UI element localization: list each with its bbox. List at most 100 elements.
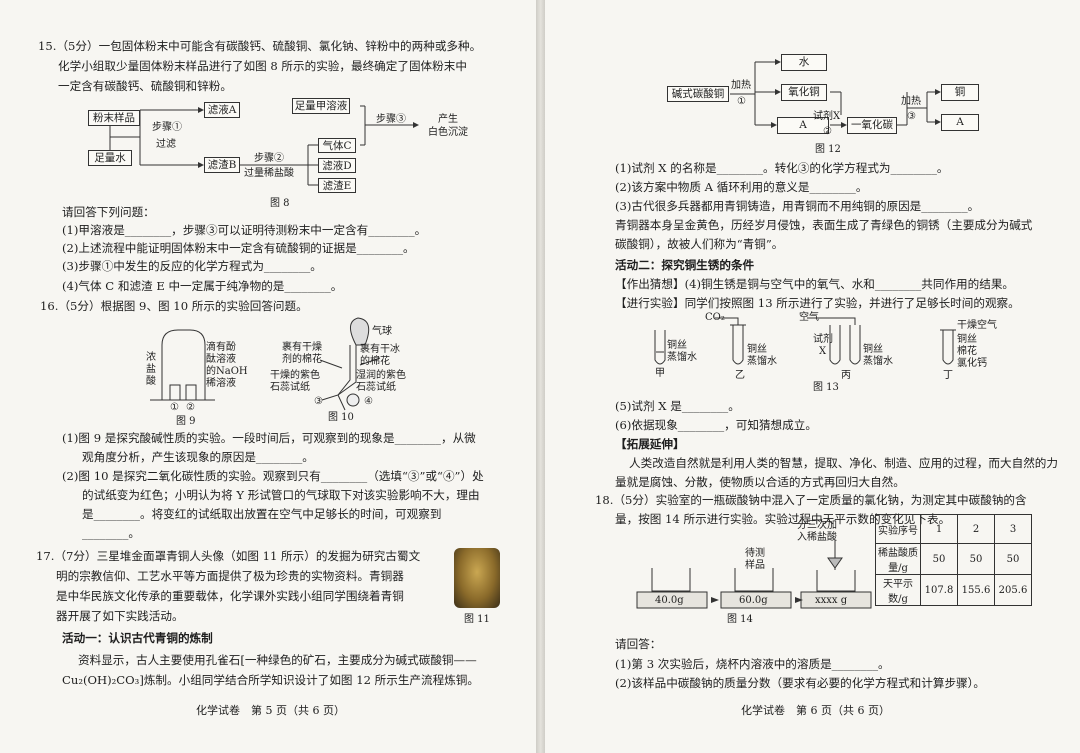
table-header-cell: 1: [920, 514, 958, 544]
extension-title: 【拓展延伸】: [615, 437, 685, 451]
fig14-add1: 分三次加: [797, 520, 837, 531]
fig10-c1: 裹有干燥: [282, 342, 322, 353]
fig10-caption: 图 10: [328, 412, 354, 423]
q17-p6-q2: (2)该方案中物质 A 循环利用的意义是________。: [615, 180, 868, 194]
fig12-water: 水: [781, 54, 827, 71]
extension-line2: 量就是腐蚀、分散，使物质以合适的方式再回归大自然。: [615, 475, 905, 489]
q16-a1: (1)图 9 是探究酸碱性质的实验。一段时间后，可观察到的现象是________…: [62, 431, 476, 445]
fig12-reagent-x: 试剂X: [813, 111, 841, 122]
fig8-step3: 步骤③: [376, 114, 406, 125]
q16-line1: 16.（5分）根据图 9、图 10 所示的实验回答问题。: [40, 299, 308, 313]
fig12-a-left: A: [777, 117, 829, 134]
q18-a1: (1)第 3 次实验后，烧杯内溶液中的溶质是________。: [615, 657, 890, 671]
table-row: 天平示数/g 107.8 155.6 205.6: [875, 574, 1032, 606]
fig9-acid3: 酸: [146, 376, 156, 387]
fig13-rx1: 试剂: [813, 334, 833, 345]
q17-q5: (5)试剂 X 是________。: [615, 399, 740, 413]
fig13-dw3: 蒸馏水: [863, 356, 893, 367]
table-header-cell: 2: [957, 514, 995, 544]
fig10-dry2: 石蕊试纸: [270, 382, 310, 393]
fig10-wet1: 湿润的紫色: [356, 370, 406, 381]
q16-a2b: 的试纸变为红色；小明认为将 Y 形试管口的气球取下对该实验影响不大，理由: [82, 488, 480, 502]
fig13-dw2: 蒸馏水: [747, 356, 777, 367]
fig10-balloon: 气球: [372, 326, 392, 337]
fig11-caption: 图 11: [464, 614, 490, 625]
fig12-caption: 图 12: [815, 144, 841, 155]
table-cell: 155.6: [957, 574, 995, 606]
q18-ask: 请回答：: [615, 637, 662, 651]
fig12-n3: ③: [907, 111, 916, 122]
fig8-filtrate-a: 滤液A: [204, 102, 240, 118]
table-cell: 50: [920, 543, 958, 575]
page-6: 碱式碳酸铜 加热 ① 水 氧化铜 A 试剂X ② 一氧化碳 加热 ③ 铜 A 图…: [545, 0, 1080, 753]
extension-line1: 人类改造自然就是利用人类的智慧，提取、净化、制造、应用的过程，而大自然的力: [629, 456, 1058, 470]
footer-page-6: 化学试卷 第 6 页（共 6 页）: [741, 704, 890, 717]
figure-14-drawing: [636, 540, 872, 609]
fig10-w1: 裹有干冰: [360, 344, 400, 355]
fig8-filter: 过滤: [156, 139, 176, 150]
q15-a4: (4)气体 C 和滤渣 E 中一定属于纯净物的是________。: [62, 279, 343, 293]
fig13-dw1: 蒸馏水: [667, 352, 697, 363]
figure-9-10-drawing: [150, 317, 381, 411]
fig9-acid2: 盐: [146, 364, 156, 375]
figure-12-arrows: [730, 59, 941, 128]
q16-a2: (2)图 10 是探究二氧化碳性质的实验。观察到只有________（选填“③”…: [62, 469, 484, 483]
fig13-air: 空气: [799, 312, 819, 323]
fig13-cu3: 铜丝: [863, 344, 883, 355]
q17-activity1: 活动一：认识古代青铜的炼制: [62, 631, 213, 645]
q18-a2: (2)该样品中碳酸钠的质量分数（要求有必要的化学方程式和计算步骤）。: [615, 676, 986, 690]
fig13-ding: 丁: [943, 370, 953, 381]
fig13-bing: 丙: [841, 370, 851, 381]
fig13-jia: 甲: [655, 368, 665, 379]
fig10-n4: ④: [364, 396, 373, 407]
fig8-water: 足量水: [88, 150, 132, 166]
table-row: 实验序号 1 2 3: [875, 514, 1032, 544]
fig9-n1: ①: [170, 402, 179, 413]
fig8-powder-sample: 粉末样品: [88, 110, 140, 126]
fig13-yi: 乙: [735, 370, 745, 381]
q17-p6-q1: (1)试剂 X 的名称是________。转化③的化学方程式为________。: [615, 161, 949, 175]
q15-ask: 请回答下列问题：: [62, 205, 155, 219]
q17-p6-text2: 碳酸铜），故被人们称为“青铜”。: [615, 237, 784, 251]
fig12-carbon-monoxide: 一氧化碳: [847, 117, 897, 134]
q18-line1: 18.（5分）实验室的一瓶碳酸钠中混入了一定质量的氯化钠，为测定其中碳酸钠的含: [595, 493, 1027, 507]
fig12-copper: 铜: [941, 84, 979, 101]
fig10-dry1: 干燥的紫色: [270, 370, 320, 381]
fig8-residue-e: 滤渣E: [318, 178, 356, 193]
fig12-heat2: 加热: [901, 96, 921, 107]
fig13-dry-air: 干燥空气: [957, 320, 997, 331]
fig9-n2: ②: [186, 402, 195, 413]
bronze-head-image: [454, 548, 500, 608]
table-cell: 稀盐酸质量/g: [875, 543, 921, 575]
fig8-excess-hcl: 过量稀盐酸: [244, 168, 294, 179]
fig14-balance2: 60.0g: [739, 595, 768, 606]
fig9-d1: 滴有酚: [206, 342, 236, 353]
fig8-caption: 图 8: [270, 198, 290, 209]
table-cell: 50: [957, 543, 995, 575]
fig12-copper-oxide: 氧化铜: [781, 84, 827, 101]
fig10-n3: ③: [314, 396, 323, 407]
balance-data-table: 实验序号 1 2 3 稀盐酸质量/g 50 50 50 天平示数/g 107.8…: [875, 514, 1032, 606]
fig12-n2: ②: [823, 126, 832, 137]
fig13-co2: CO₂: [705, 312, 725, 323]
table-cell: 50: [994, 543, 1032, 575]
q17-line4: 器开展了如下实践活动。: [56, 609, 184, 623]
q17-p2: Cu₂(OH)₂CO₃]炼制。小组同学结合所学知识设计了如图 12 所示生产流程…: [62, 673, 479, 687]
q15-line1: 15.（5分）一包固体粉末中可能含有碳酸钙、硫酸铜、氯化钠、锌粉中的两种或多种。: [38, 39, 482, 53]
q15-a2: (2)上述流程中能证明固体粉末中一定含有硫酸铜的证据是________。: [62, 241, 415, 255]
page-5: 15.（5分）一包固体粉末中可能含有碳酸钙、硫酸铜、氯化钠、锌粉中的两种或多种。…: [0, 0, 536, 753]
table-header-cell: 实验序号: [875, 514, 921, 544]
fig10-c2: 剂的棉花: [282, 354, 322, 365]
experiment-line: 【进行实验】同学们按照图 13 所示进行了实验，并进行了足够长时间的观察。: [615, 296, 1020, 310]
fig9-acid1: 浓: [146, 352, 156, 363]
q15-line3: 一定含有碳酸钙、硫酸铜和锌粉。: [58, 79, 232, 93]
fig12-n1: ①: [737, 96, 746, 107]
fig10-w2: 的棉花: [360, 356, 390, 367]
fig12-a-right: A: [941, 114, 979, 131]
footer-page-5: 化学试卷 第 5 页（共 6 页）: [196, 704, 345, 717]
fig12-basic-copper-carbonate: 碱式碳酸铜: [667, 86, 729, 102]
fig8-product1: 产生: [438, 114, 458, 125]
fig8-residue-b: 滤渣B: [204, 157, 240, 173]
table-header-cell: 3: [994, 514, 1032, 544]
table-cell: 107.8: [920, 574, 958, 606]
